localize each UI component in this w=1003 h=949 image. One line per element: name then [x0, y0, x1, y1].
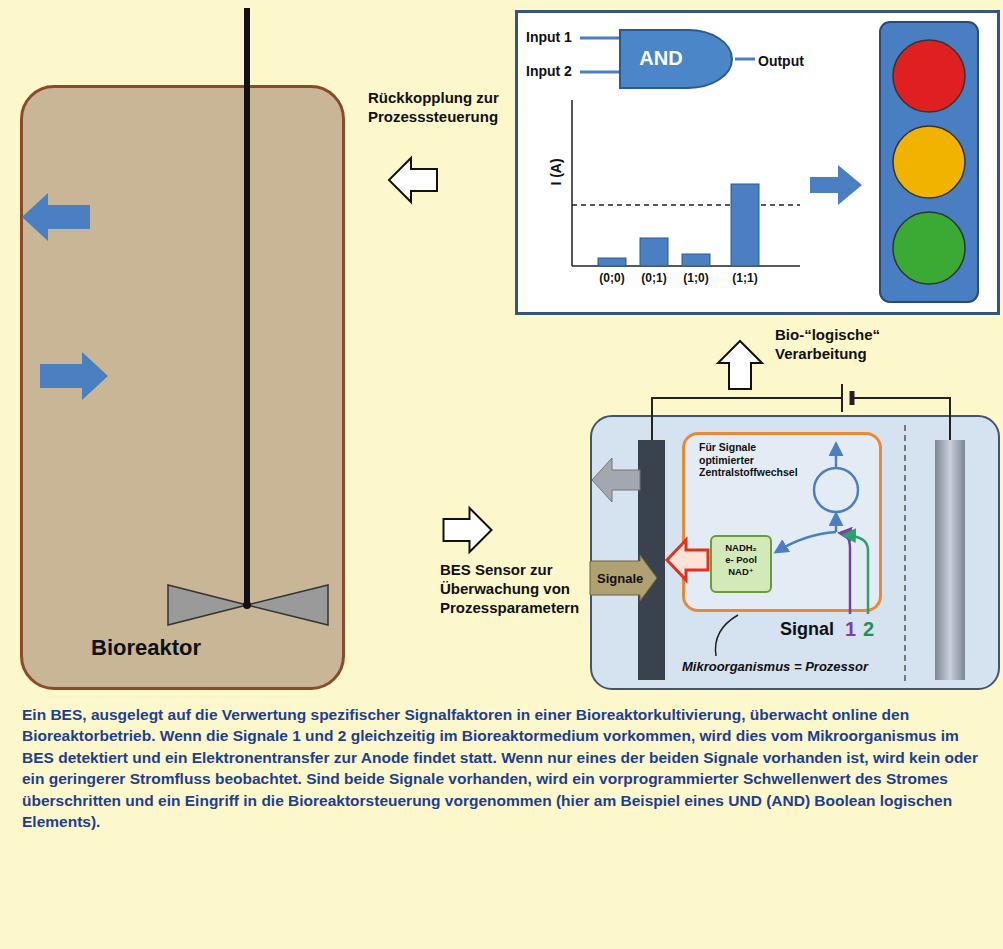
outflow-arrow — [592, 458, 640, 502]
node-text: AND — [626, 46, 696, 71]
membrane — [904, 425, 906, 682]
node-text: 2 — [863, 617, 874, 642]
chart-bar — [598, 258, 626, 266]
arrow-shape — [444, 508, 492, 552]
metabolic-cycle — [814, 468, 858, 512]
electron-pool: NADH₂ e- Pool NAD⁺ — [710, 535, 772, 593]
stirrer-shaft — [244, 8, 250, 605]
inflow-arrow — [40, 352, 108, 400]
wire — [652, 398, 842, 440]
signal-input-arrow — [590, 555, 657, 601]
input-wire — [580, 71, 619, 74]
outflow-arrow — [22, 193, 90, 241]
pathway-arrow — [835, 514, 838, 532]
signal-1-path — [840, 533, 850, 614]
yellow-light — [893, 126, 965, 198]
leader-line — [715, 615, 738, 656]
node-text: NADH₂ e- Pool NAD⁺ — [722, 542, 760, 578]
arrow-shape — [718, 341, 762, 389]
input-wire — [580, 37, 619, 40]
chart-axis — [571, 100, 573, 266]
chart-bar — [640, 238, 668, 266]
node-text: Signale — [597, 571, 643, 587]
hollow-arrow — [718, 341, 762, 389]
node-text: (1;1) — [723, 271, 767, 286]
logic-panel: Input 1 Input 2 Output I (A) (0;0)(0;1)(1;0)… — [515, 10, 1000, 315]
chart-bar — [731, 184, 759, 266]
electron-transfer-arrow — [667, 540, 708, 580]
wire — [852, 398, 950, 440]
anode — [638, 440, 665, 680]
impeller-blade — [247, 585, 328, 625]
bes-cell: SignaleSignal 12Mikroorganismus = Prozess… — [590, 415, 1000, 690]
node-text: Signal — [780, 618, 834, 641]
battery-plate — [850, 391, 855, 405]
impeller-blade — [168, 585, 247, 625]
impeller-hub — [243, 601, 251, 609]
cathode — [935, 440, 965, 680]
node-text: (1;0) — [674, 271, 718, 286]
bioreactor: Bioreaktor — [20, 85, 345, 690]
node-text: I (A) — [548, 147, 566, 197]
signal-2-path — [844, 535, 868, 614]
edge-label: BES Sensor zur Überwachung von Prozesspa… — [440, 560, 588, 617]
traffic-light — [880, 22, 978, 302]
hollow-arrow — [389, 158, 437, 202]
node-text: Input 1 — [526, 29, 572, 47]
and-gate: AND — [618, 28, 736, 90]
edge-label: Rückkopplung zur Prozesssteuerung — [368, 88, 510, 126]
chart-bar — [682, 254, 710, 266]
node-text: Bioreaktor — [91, 634, 201, 662]
node-text: (0;1) — [632, 271, 676, 286]
hollow-arrow — [444, 508, 492, 552]
node-text: 1 — [845, 617, 856, 642]
microorganism: Für Signale optimierter Zentralstoffwech… — [682, 432, 882, 612]
caption: Ein BES, ausgelegt auf die Verwertung sp… — [22, 704, 982, 832]
red-light — [893, 40, 965, 112]
green-light — [893, 212, 965, 284]
node-text: Für Signale optimierter Zentralstoffwech… — [699, 441, 799, 479]
pathway-arrow — [776, 532, 836, 552]
output-wire — [735, 58, 755, 61]
chart-axis — [572, 265, 800, 267]
battery-plate — [841, 384, 843, 412]
pathway-arrow — [835, 444, 838, 468]
gate-outline — [620, 30, 732, 88]
node-text: Output — [758, 53, 804, 71]
arrow-shape — [389, 158, 437, 202]
threshold-line — [572, 204, 800, 206]
node-text: (0;0) — [590, 271, 634, 286]
signal-arrow — [810, 165, 862, 205]
node-text: Mikroorganismus = Prozessor — [682, 659, 868, 675]
node-text: Input 2 — [526, 63, 572, 81]
edge-label: Bio-“logische“ Verarbeitung — [775, 325, 900, 363]
